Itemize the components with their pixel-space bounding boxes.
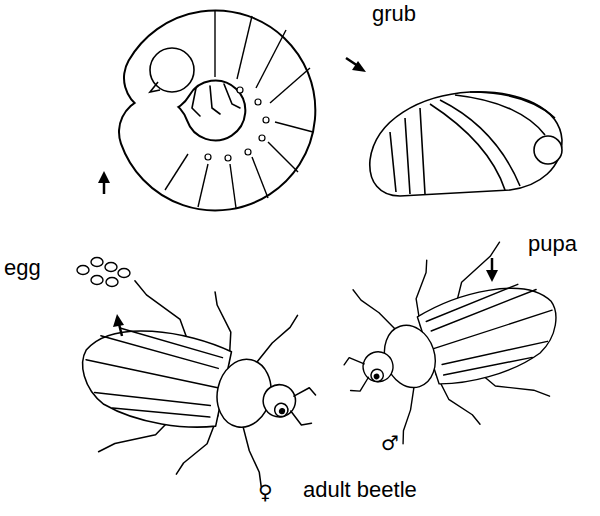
female-beetle: [64, 268, 334, 499]
sex-symbol: ♀: [258, 481, 273, 503]
pupa-illustration: [370, 92, 562, 196]
cycle-arrows: [98, 58, 498, 336]
egg-illustration: [77, 258, 130, 287]
grub-illustration: [150, 11, 313, 208]
stage-label: pupa: [528, 232, 577, 256]
sex-symbol: ♂: [381, 432, 399, 454]
male-beetle: [320, 227, 582, 459]
stage-label: grub: [372, 2, 416, 26]
stage-label: adult beetle: [303, 478, 417, 502]
stage-label: egg: [4, 256, 41, 280]
